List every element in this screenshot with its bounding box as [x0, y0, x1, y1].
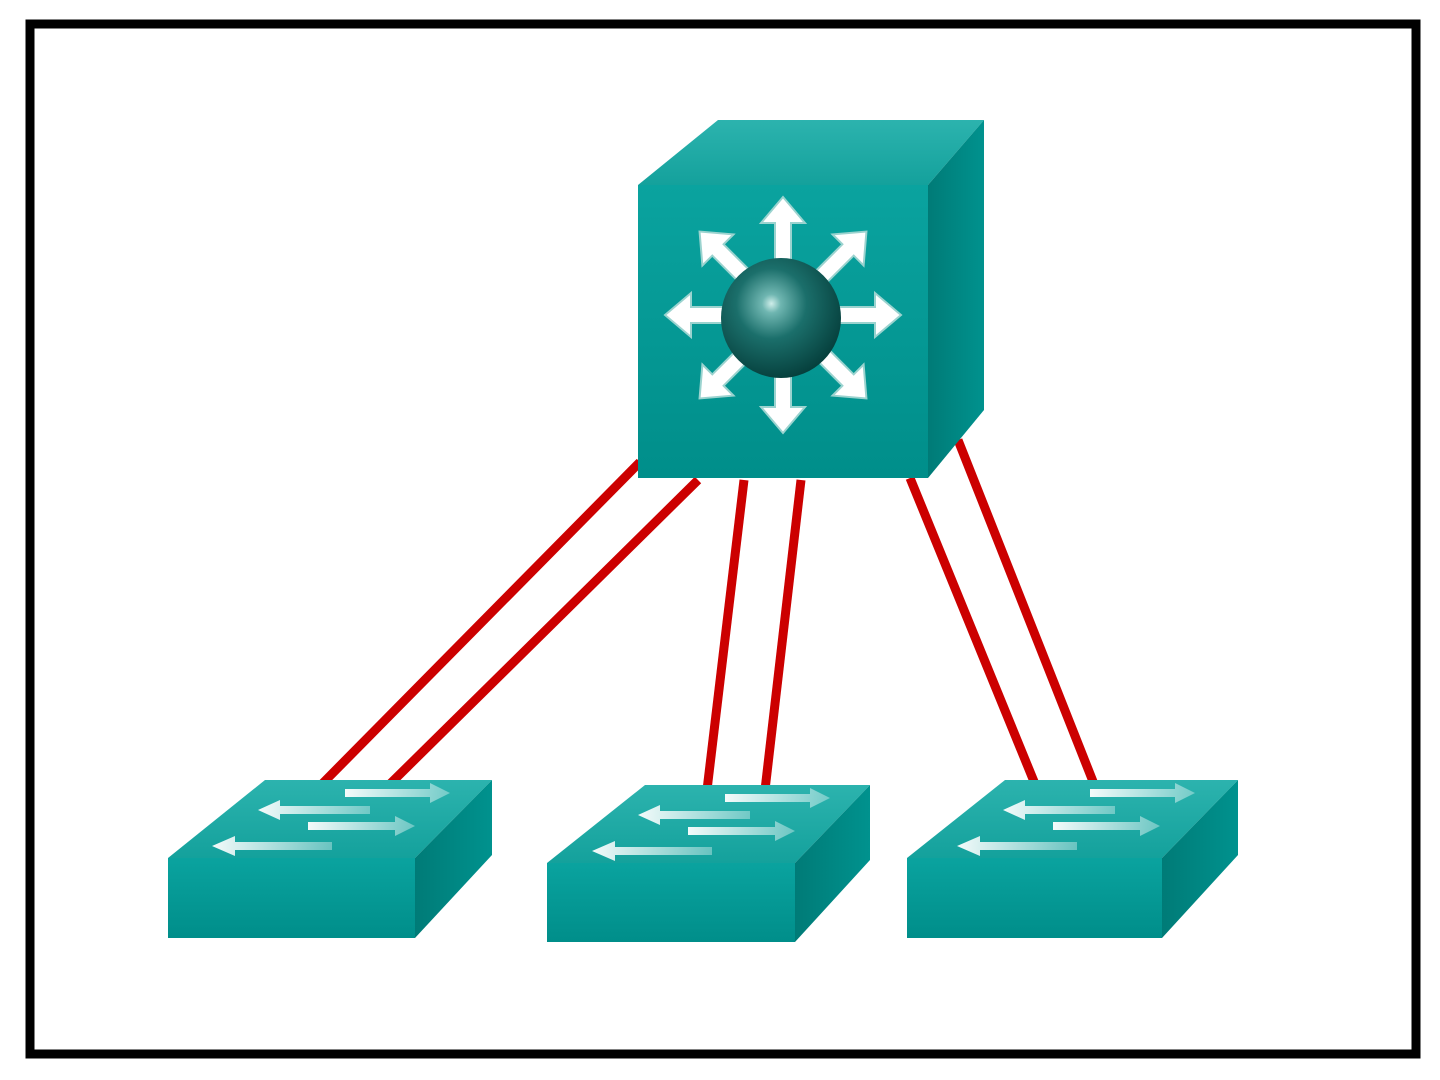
access-1-top-face: [168, 780, 492, 858]
core-sphere-icon: [721, 258, 841, 378]
access-3-front-face: [907, 858, 1162, 938]
link-core-access-1-b: [386, 476, 702, 788]
link-core-access-2-b: [760, 479, 806, 791]
core-top-face: [638, 120, 984, 185]
multilayer-switch-icon[interactable]: [638, 120, 984, 478]
link-group-access-3: [905, 438, 1099, 786]
link-core-access-3-b: [953, 438, 1099, 786]
links-layer: [318, 438, 1099, 791]
access-2-front-face: [547, 863, 795, 942]
link-core-access-1-a: [318, 458, 644, 788]
switch-icon[interactable]: [547, 785, 870, 942]
access-3-side-face: [1162, 780, 1238, 938]
access-1-front-face: [168, 858, 415, 938]
link-group-access-1: [318, 458, 702, 788]
link-core-access-3-a: [905, 476, 1040, 786]
switch-arrows-icon: [212, 783, 450, 856]
switch-arrows-icon: [592, 788, 830, 861]
link-group-access-2: [702, 479, 806, 791]
switch-icon[interactable]: [168, 780, 492, 938]
switch-icon[interactable]: [907, 780, 1238, 938]
link-core-access-2-a: [702, 479, 749, 791]
access-2-side-face: [795, 785, 870, 942]
core-side-face: [928, 120, 984, 478]
switch-arrows-icon: [957, 783, 1195, 856]
access-2-top-face: [547, 785, 870, 863]
access-1-side-face: [415, 780, 492, 938]
access-3-top-face: [907, 780, 1238, 858]
